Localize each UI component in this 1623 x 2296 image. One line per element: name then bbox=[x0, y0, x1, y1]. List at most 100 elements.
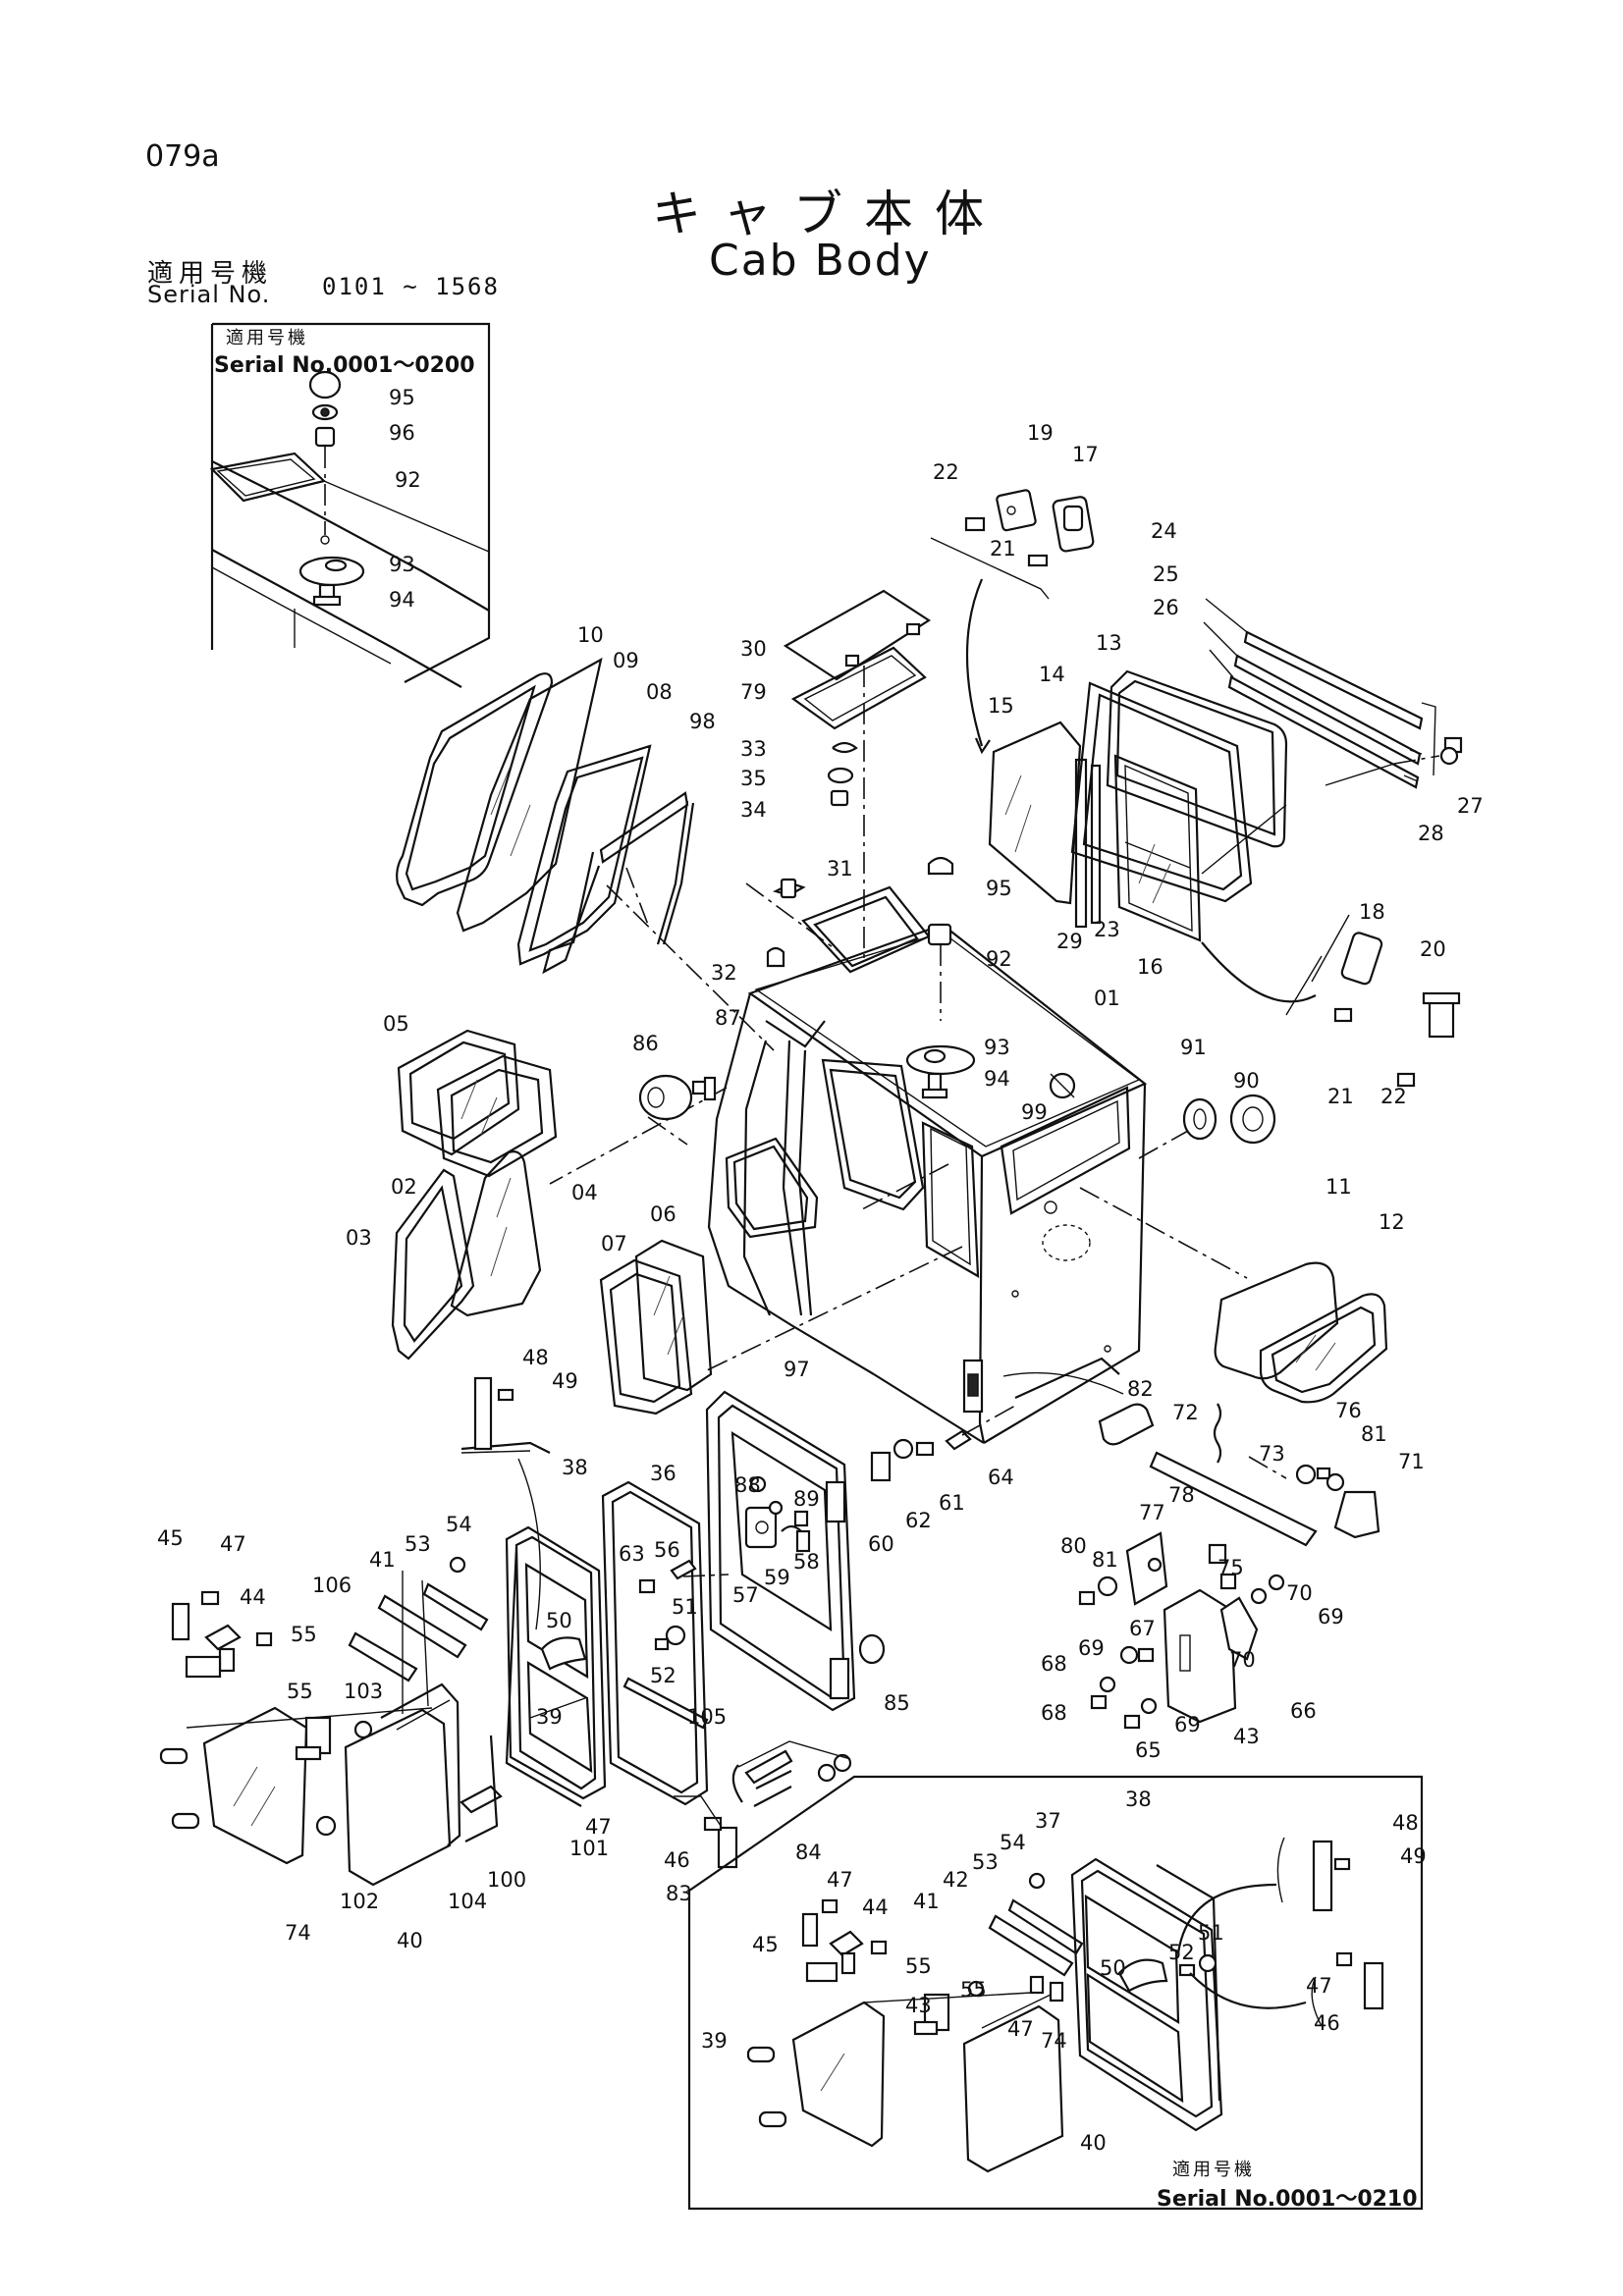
callout: 52 bbox=[650, 1664, 676, 1687]
callout: 95 bbox=[389, 386, 415, 409]
callout: 58 bbox=[793, 1550, 820, 1574]
callout: 93 bbox=[984, 1036, 1010, 1059]
callout: 72 bbox=[1172, 1401, 1199, 1424]
callout: 21 bbox=[990, 537, 1016, 561]
callout: 38 bbox=[562, 1456, 588, 1479]
callout: 14 bbox=[1039, 663, 1065, 686]
callout: 82 bbox=[1127, 1377, 1154, 1401]
callout: 55 bbox=[291, 1623, 317, 1646]
inset-top-label: 適用号機 bbox=[226, 328, 308, 348]
callout: 105 bbox=[687, 1705, 727, 1729]
callout: 36 bbox=[650, 1462, 676, 1485]
callout: 55 bbox=[905, 1954, 932, 1978]
parts-83-84-46-47 bbox=[674, 1740, 852, 1869]
callout: 51 bbox=[672, 1595, 698, 1619]
callout: 27 bbox=[1457, 794, 1484, 818]
callout: 44 bbox=[240, 1585, 266, 1609]
callout: 96 bbox=[389, 421, 415, 445]
callout: 46 bbox=[664, 1848, 690, 1872]
callout: 13 bbox=[1096, 631, 1122, 655]
far-left-door-panels bbox=[159, 1556, 489, 1887]
right-sliding-windows bbox=[930, 489, 1463, 1088]
callout: 19 bbox=[1027, 421, 1054, 445]
callout: 79 bbox=[740, 680, 767, 704]
callout: 08 bbox=[646, 680, 673, 704]
serial-label-japanese: 適用号機 bbox=[147, 259, 274, 289]
callout: 88 bbox=[734, 1473, 761, 1497]
inset-top-drawing bbox=[209, 370, 490, 688]
cab-body bbox=[549, 856, 1248, 1444]
callout: 41 bbox=[913, 1890, 940, 1913]
callout: 86 bbox=[632, 1032, 659, 1055]
callout: 80 bbox=[1060, 1534, 1087, 1558]
callout: 78 bbox=[1168, 1483, 1195, 1507]
callout: 47 bbox=[220, 1532, 246, 1556]
callout: 70 bbox=[1286, 1581, 1313, 1605]
callout: 99 bbox=[1021, 1100, 1048, 1124]
windows-04-05 bbox=[397, 1029, 558, 1178]
serial-range: 0101 ~ 1568 bbox=[322, 273, 500, 300]
callout: 47 bbox=[585, 1815, 612, 1839]
callout: 64 bbox=[988, 1466, 1014, 1489]
callout: 57 bbox=[732, 1583, 759, 1607]
callout-labels: 95 96 92 93 94 22 19 17 21 24 25 26 13 1… bbox=[157, 386, 1484, 2155]
callout: 22 bbox=[933, 460, 959, 484]
callout: 106 bbox=[312, 1574, 352, 1597]
callout: 61 bbox=[939, 1491, 965, 1515]
inset-bottom-drawing bbox=[746, 1837, 1384, 2173]
callout: 74 bbox=[285, 1921, 311, 1945]
callout: 47 bbox=[1007, 2017, 1034, 2041]
callout: 55 bbox=[960, 1978, 987, 2002]
callout: 83 bbox=[666, 1882, 692, 1905]
callout: 103 bbox=[344, 1680, 383, 1703]
callout: 48 bbox=[522, 1346, 549, 1369]
callout: 16 bbox=[1137, 955, 1163, 979]
windows-11-12 bbox=[1214, 1261, 1388, 1404]
callout: 59 bbox=[764, 1566, 790, 1589]
callout: 41 bbox=[369, 1548, 396, 1572]
callout: 63 bbox=[619, 1542, 645, 1566]
callout: 89 bbox=[793, 1487, 820, 1511]
callout: 10 bbox=[577, 623, 604, 647]
callout: 26 bbox=[1153, 596, 1179, 619]
callout: 70 bbox=[1229, 1648, 1256, 1672]
title-english: Cab Body bbox=[709, 236, 932, 286]
callout: 50 bbox=[1100, 1956, 1126, 1980]
callout: 95 bbox=[986, 877, 1012, 900]
left-door-exploded bbox=[460, 1441, 730, 1842]
callout: 49 bbox=[1400, 1844, 1427, 1868]
door-lock bbox=[1078, 1531, 1285, 1730]
callout: 49 bbox=[552, 1369, 578, 1393]
windows-06-07 bbox=[599, 1239, 713, 1415]
callout: 37 bbox=[1035, 1809, 1061, 1833]
grommets-90-91 bbox=[1182, 1094, 1276, 1145]
inset-top-frame bbox=[210, 322, 491, 683]
callout: 81 bbox=[1092, 1548, 1118, 1572]
callout: 05 bbox=[383, 1012, 409, 1036]
callout: 21 bbox=[1327, 1085, 1354, 1108]
callout: 87 bbox=[715, 1006, 741, 1030]
callout: 56 bbox=[654, 1538, 680, 1562]
parts-48-49 bbox=[460, 1376, 531, 1454]
inset-bottom-serial: Serial No.0001〜0210 bbox=[1157, 2187, 1418, 2212]
windows-02-03 bbox=[391, 1150, 542, 1361]
callout: 04 bbox=[571, 1181, 598, 1204]
parts-86-87 bbox=[638, 1074, 717, 1146]
door-stay bbox=[1098, 1403, 1380, 1547]
callout: 50 bbox=[546, 1609, 572, 1632]
callout: 71 bbox=[1398, 1450, 1425, 1473]
callout: 77 bbox=[1139, 1501, 1165, 1524]
page-id: 079a bbox=[145, 139, 220, 174]
callout: 74 bbox=[1041, 2029, 1067, 2053]
callout: 67 bbox=[1129, 1617, 1156, 1640]
callout: 45 bbox=[752, 1933, 779, 1956]
callout: 46 bbox=[1314, 2011, 1340, 2035]
callout: 69 bbox=[1318, 1605, 1344, 1629]
upper-left-windows bbox=[396, 657, 775, 1051]
callout: 43 bbox=[905, 1994, 932, 2017]
callout: 97 bbox=[784, 1358, 810, 1381]
callout: 51 bbox=[1198, 1921, 1224, 1945]
callout: 62 bbox=[905, 1509, 932, 1532]
callout: 76 bbox=[1335, 1399, 1362, 1422]
